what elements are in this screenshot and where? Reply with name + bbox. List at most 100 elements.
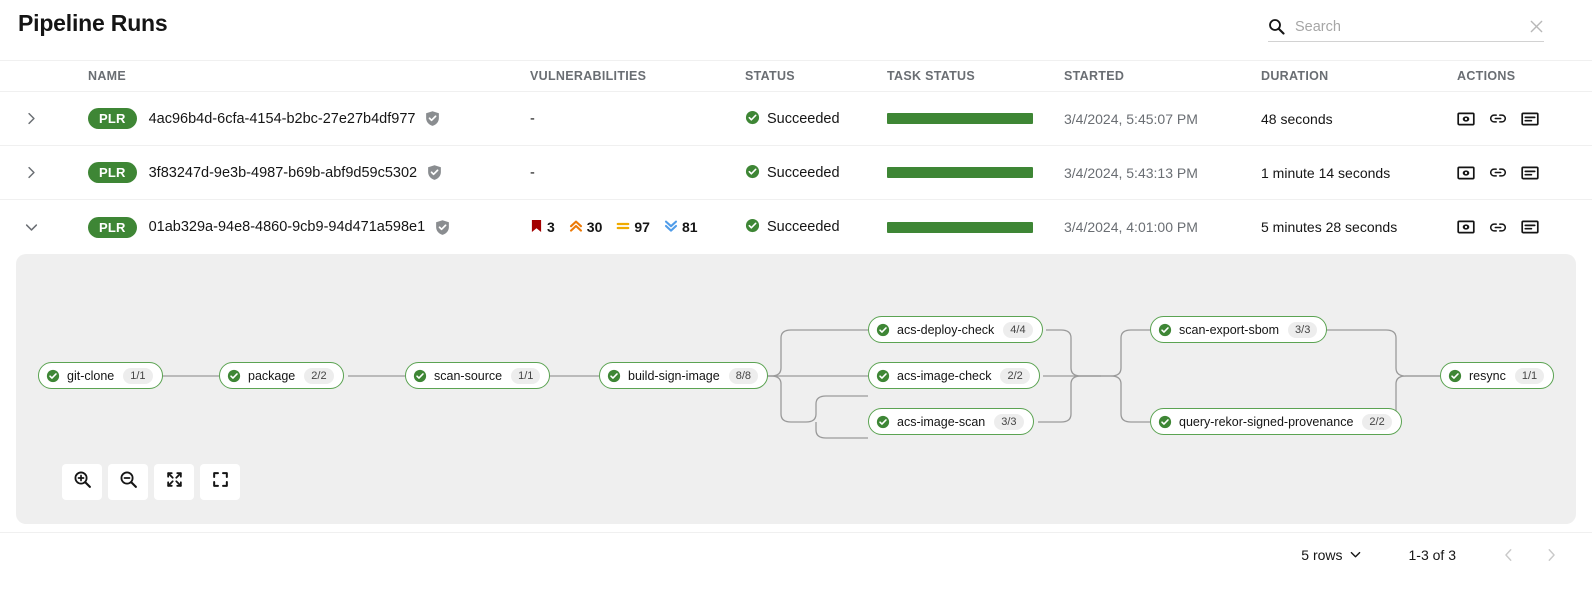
low-count: 81: [681, 219, 698, 235]
page-title: Pipeline Runs: [18, 10, 168, 36]
pipeline-graph-panel[interactable]: git-clone 1/1 package 2/2 scan-source 1/…: [16, 254, 1576, 524]
node-label: query-rekor-signed-provenance: [1179, 414, 1354, 429]
moderate-icon: [616, 219, 630, 236]
duration-value: 48 seconds: [1261, 110, 1333, 127]
column-header-vulnerabilities: VULNERABILITIES: [530, 69, 647, 83]
important-icon: [569, 219, 583, 236]
link-icon[interactable]: [1489, 110, 1507, 128]
chevron-right-icon[interactable]: [20, 162, 42, 184]
node-success-icon: [1158, 323, 1172, 337]
log-icon[interactable]: [1521, 164, 1539, 182]
zoom-in-icon: [73, 470, 92, 494]
column-header-duration: DURATION: [1261, 69, 1329, 83]
graph-node-scan-export-sbom[interactable]: scan-export-sbom 3/3: [1150, 316, 1328, 343]
table-footer: 5 rows 1-3 of 3: [0, 533, 1592, 577]
graph-node-acs-deploy-check[interactable]: acs-deploy-check 4/4: [868, 316, 1043, 343]
vulnerability-low: 81: [664, 219, 698, 236]
chevron-right-icon[interactable]: [20, 108, 42, 130]
fullscreen-button[interactable]: [200, 464, 240, 500]
graph-node-git-clone[interactable]: git-clone 1/1: [38, 362, 163, 389]
graph-node-build-sign-image[interactable]: build-sign-image 8/8: [599, 362, 769, 389]
node-label: acs-deploy-check: [897, 322, 995, 337]
node-count-badge: 2/2: [304, 367, 334, 384]
column-header-actions: ACTIONS: [1457, 69, 1516, 83]
previous-page-button[interactable]: [1502, 548, 1516, 562]
column-header-name: NAME: [88, 69, 127, 83]
link-icon[interactable]: [1489, 164, 1507, 182]
expand-arrows-icon: [165, 470, 184, 494]
zoom-in-button[interactable]: [62, 464, 102, 500]
graph-node-query-rekor-signed-provenance[interactable]: query-rekor-signed-provenance 2/2: [1150, 408, 1402, 435]
started-timestamp: 3/4/2024, 4:01:00 PM: [1064, 219, 1198, 235]
node-success-icon: [876, 415, 890, 429]
node-success-icon: [607, 369, 621, 383]
eye-icon[interactable]: [1457, 218, 1475, 236]
chevron-down-icon[interactable]: [20, 216, 42, 238]
pipeline-graph-edges: [162, 329, 1440, 439]
search-icon: [1268, 18, 1285, 35]
chevron-down-icon: [1350, 547, 1361, 563]
graph-node-scan-source[interactable]: scan-source 1/1: [405, 362, 551, 389]
fullscreen-icon: [211, 470, 230, 494]
log-icon[interactable]: [1521, 110, 1539, 128]
node-count-badge: 4/4: [1003, 321, 1033, 338]
eye-icon[interactable]: [1457, 164, 1475, 182]
graph-node-resync[interactable]: resync 1/1: [1440, 362, 1555, 389]
table-row[interactable]: PLR 4ac96b4d-6cfa-4154-b2bc-27e27b4df977…: [0, 92, 1592, 146]
column-header-task-status: TASK STATUS: [887, 69, 976, 83]
task-status-progress-bar: [887, 167, 1033, 178]
moderate-count: 97: [634, 219, 650, 235]
page-header: Pipeline Runs: [0, 0, 1592, 60]
status-label: Succeeded: [767, 110, 840, 127]
task-status-progress-bar: [887, 221, 1033, 233]
node-label: resync: [1469, 368, 1506, 383]
node-success-icon: [413, 369, 427, 383]
node-label: acs-image-scan: [897, 414, 986, 429]
search-input[interactable]: [1295, 18, 1521, 35]
node-count-badge: 1/1: [511, 367, 541, 384]
eye-icon[interactable]: [1457, 110, 1475, 128]
search-bar: [1268, 12, 1544, 42]
node-success-icon: [227, 369, 241, 383]
row-collapse-toggle[interactable]: [0, 216, 88, 238]
next-page-button[interactable]: [1544, 548, 1558, 562]
graph-node-acs-image-scan[interactable]: acs-image-scan 3/3: [868, 408, 1034, 435]
fit-view-button[interactable]: [154, 464, 194, 500]
run-name[interactable]: 3f83247d-9e3b-4987-b69b-abf9d59c5302: [148, 164, 418, 181]
vulnerability-important: 30: [569, 219, 603, 236]
table-row[interactable]: PLR 3f83247d-9e3b-4987-b69b-abf9d59c5302…: [0, 146, 1592, 200]
duration-value: 5 minutes 28 seconds: [1261, 219, 1398, 235]
started-timestamp: 3/4/2024, 5:45:07 PM: [1064, 110, 1198, 127]
column-header-started: STARTED: [1064, 69, 1125, 83]
node-success-icon: [876, 323, 890, 337]
duration-value: 1 minute 14 seconds: [1261, 164, 1391, 181]
rows-per-page-select[interactable]: 5 rows: [1301, 547, 1360, 563]
clear-search-icon[interactable]: [1529, 19, 1544, 34]
node-count-badge: 3/3: [1288, 321, 1318, 338]
graph-node-package[interactable]: package 2/2: [219, 362, 344, 389]
node-success-icon: [1158, 415, 1172, 429]
pagination-controls: [1502, 548, 1558, 562]
critical-icon: [530, 219, 543, 236]
row-expand-toggle[interactable]: [0, 162, 88, 184]
task-status-progress-bar: [887, 113, 1033, 124]
status-success-icon: [745, 110, 760, 128]
zoom-out-button[interactable]: [108, 464, 148, 500]
rows-per-page-label: 5 rows: [1301, 547, 1343, 563]
run-name[interactable]: 01ab329a-94e8-4860-9cb9-94d471a598e1: [148, 219, 426, 235]
log-icon[interactable]: [1521, 218, 1539, 236]
link-icon[interactable]: [1489, 218, 1507, 236]
node-count-badge: 2/2: [1362, 413, 1392, 430]
vulnerabilities-value: -: [530, 165, 535, 181]
status-success-icon: [745, 164, 760, 182]
vulnerabilities-value: -: [530, 111, 535, 127]
important-count: 30: [586, 219, 603, 235]
status-success-icon: [745, 218, 760, 236]
graph-node-acs-image-check[interactable]: acs-image-check 2/2: [868, 362, 1040, 389]
table-header-row: NAME VULNERABILITIES STATUS TASK STATUS …: [0, 60, 1592, 92]
row-expand-toggle[interactable]: [0, 108, 88, 130]
zoom-out-icon: [119, 470, 138, 494]
run-name[interactable]: 4ac96b4d-6cfa-4154-b2bc-27e27b4df977: [148, 110, 416, 127]
status-label: Succeeded: [767, 219, 840, 235]
table-row[interactable]: PLR 01ab329a-94e8-4860-9cb9-94d471a598e1…: [0, 200, 1592, 254]
